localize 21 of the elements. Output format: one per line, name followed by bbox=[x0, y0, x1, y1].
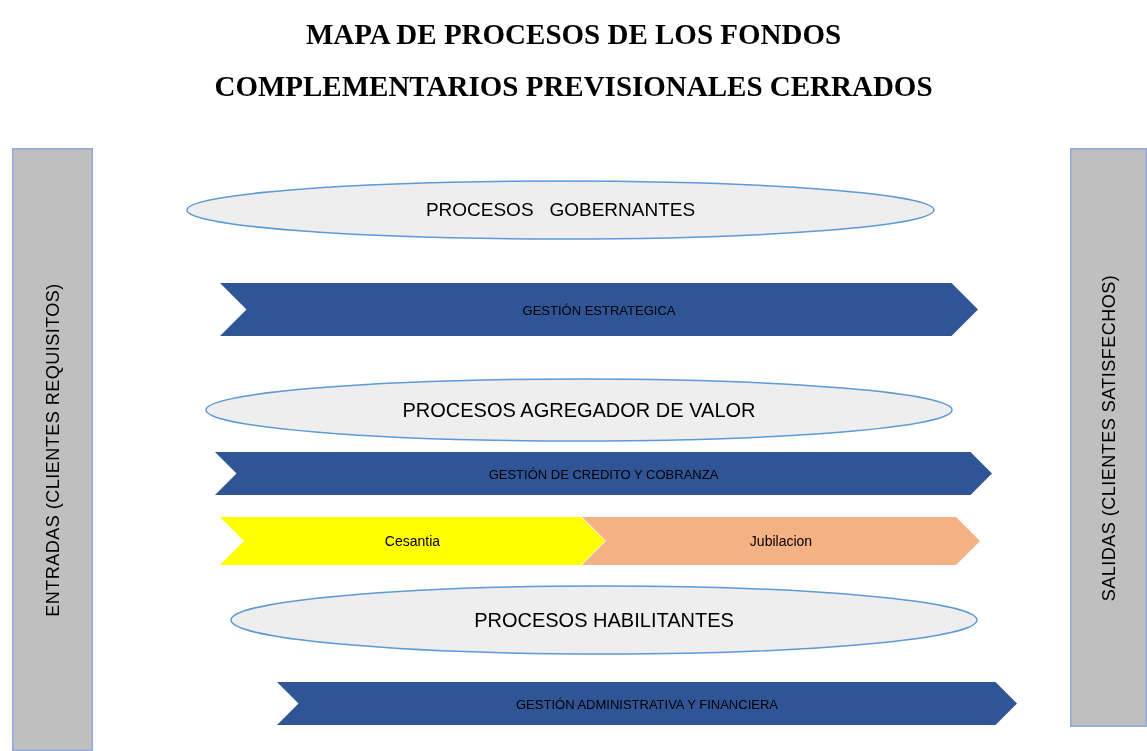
process-ellipse bbox=[230, 585, 978, 655]
process-label: Jubilacion bbox=[749, 533, 813, 549]
diagram-title: MAPA DE PROCESOS DE LOS FONDOS COMPLEMENTARIOS PREVISIONALES CERRADOS bbox=[213, 17, 934, 104]
process-label: PROCESOS AGREGADOR DE VALOR bbox=[402, 398, 756, 422]
process-label: Cesantia bbox=[384, 533, 441, 549]
process-ellipse bbox=[205, 378, 953, 442]
process-band bbox=[220, 517, 605, 565]
process-ellipse bbox=[186, 180, 935, 240]
process-band bbox=[215, 452, 992, 495]
process-band bbox=[277, 682, 1017, 725]
side-label: ENTRADAS (CLIENTES REQUISITOS) bbox=[42, 282, 63, 617]
side-panel bbox=[12, 148, 93, 751]
process-band bbox=[582, 517, 980, 565]
side-panel bbox=[1070, 148, 1147, 727]
side-label: SALIDAS (CLIENTES SATISFECHOS) bbox=[1098, 274, 1119, 601]
process-label: PROCESOS GOBERNANTES bbox=[425, 199, 696, 221]
process-label: GESTIÓN DE CREDITO Y COBRANZA bbox=[488, 466, 719, 481]
process-label: GESTIÓN ADMINISTRATIVA Y FINANCIERA bbox=[516, 696, 778, 711]
process-label: PROCESOS HABILITANTES bbox=[474, 608, 734, 632]
process-label: GESTIÓN ESTRATEGICA bbox=[522, 302, 676, 317]
process-band bbox=[220, 283, 978, 336]
